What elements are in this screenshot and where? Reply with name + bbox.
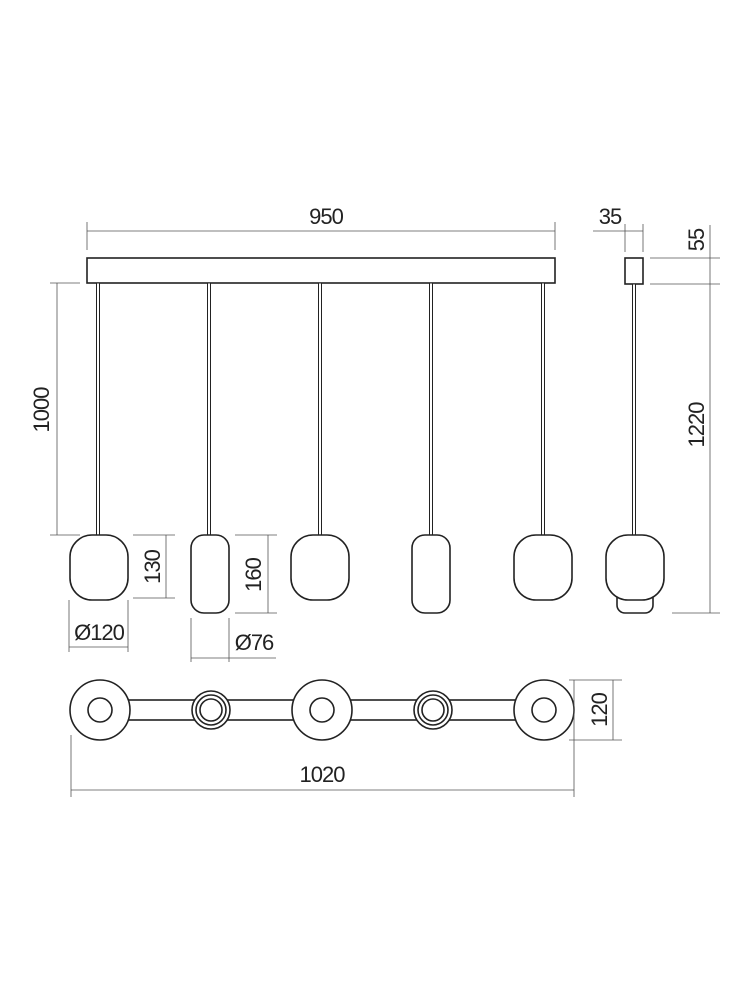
pendant-rods [96, 282, 545, 536]
side-shade [605, 534, 665, 601]
dim-cylinder-diameter: Ø76 [235, 630, 274, 655]
top-cylinder [413, 690, 453, 730]
dim-top-width: 120 [587, 692, 612, 726]
canopy-bar [86, 257, 556, 284]
dim-globe-height: 130 [140, 549, 165, 583]
cylinder-shade [411, 534, 451, 614]
rod [207, 282, 211, 536]
dim-cable-length: 1000 [29, 387, 54, 433]
globe-shade [513, 534, 573, 601]
dim-total-height: 1220 [684, 402, 709, 448]
cylinder-shade [190, 534, 230, 614]
top-cylinder [191, 690, 231, 730]
rod [318, 282, 322, 536]
top-globe [513, 679, 575, 741]
rod [96, 282, 100, 536]
dim-canopy-height: 55 [684, 228, 709, 251]
globe-shade [69, 534, 129, 601]
dim-globe-diameter: Ø120 [74, 620, 125, 645]
dim-canopy-width: 35 [599, 204, 622, 229]
front-view: 950 1000 130 Ø120 160 [29, 204, 573, 662]
top-view: 120 1020 [69, 679, 622, 797]
rod [429, 282, 433, 536]
top-globe [291, 679, 353, 741]
dim-total-length: 1020 [300, 762, 346, 787]
side-canopy [624, 257, 644, 285]
side-view: 35 55 1220 [593, 204, 720, 614]
rod [541, 282, 545, 536]
globe-shade [290, 534, 350, 601]
dim-cylinder-height: 160 [241, 557, 266, 591]
top-globe [69, 679, 131, 741]
side-rod [632, 283, 636, 536]
dim-canopy-length: 950 [309, 204, 343, 229]
